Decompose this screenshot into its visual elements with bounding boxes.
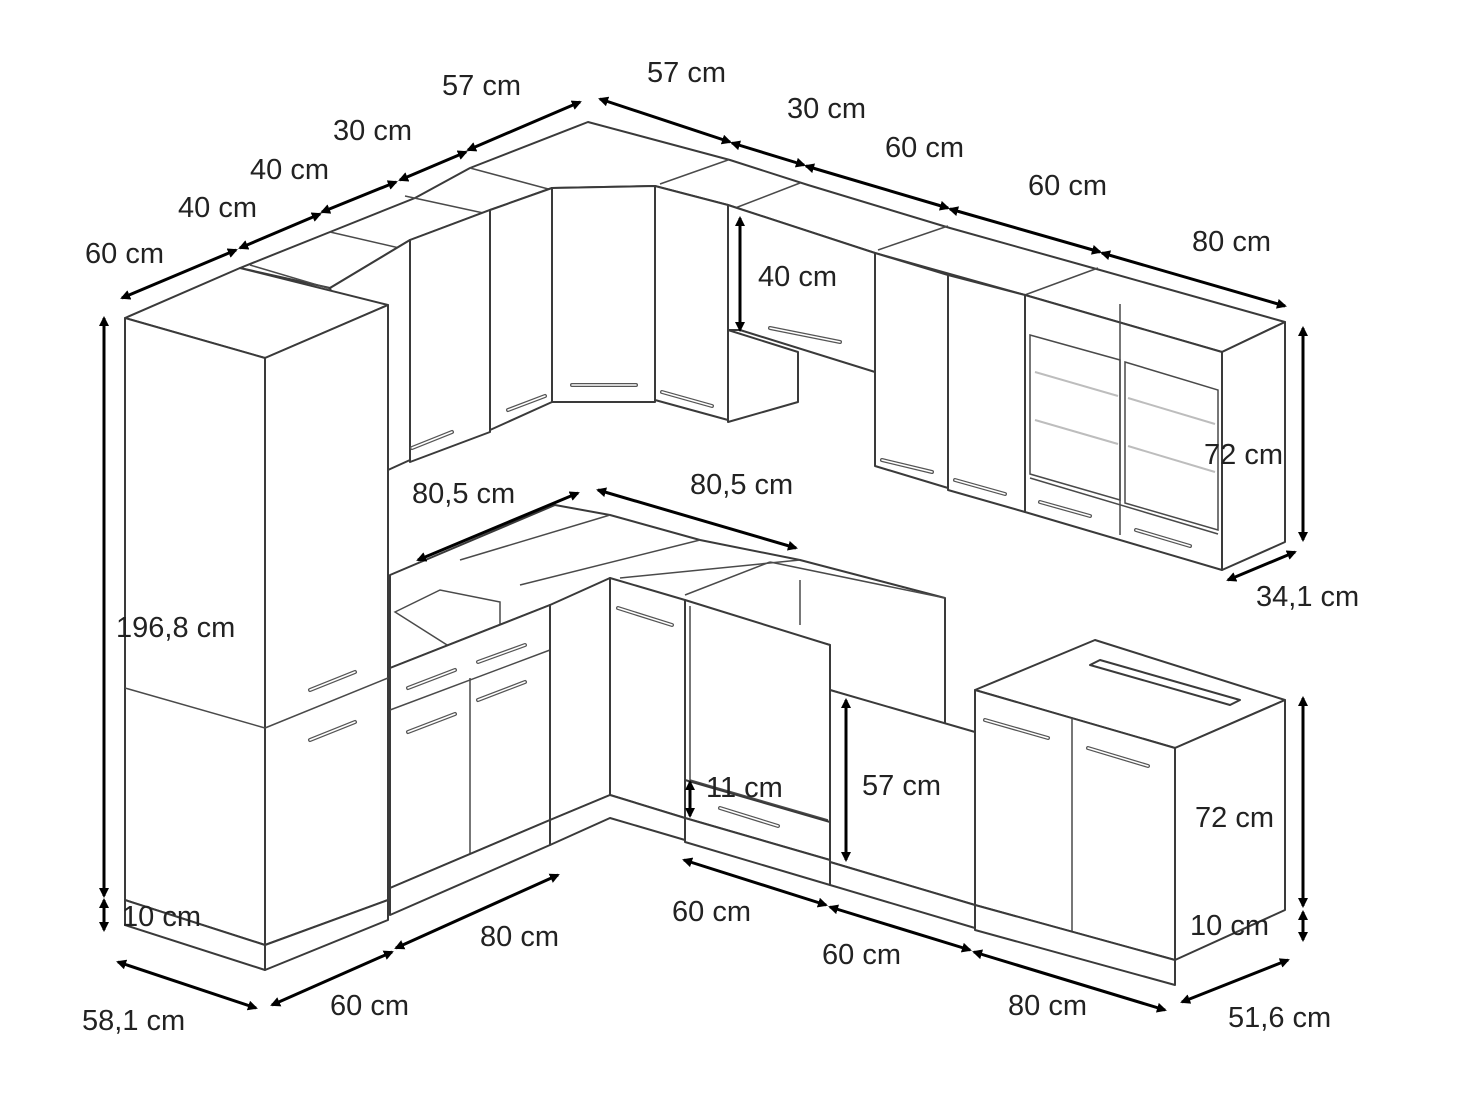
upper-open-box bbox=[727, 329, 799, 423]
tall-front bbox=[264, 304, 389, 946]
label-upper-40a: 40 cm bbox=[178, 192, 257, 224]
cabinet-handle-highlight bbox=[477, 644, 526, 663]
label-upper-depth: 34,1 cm bbox=[1256, 581, 1359, 613]
cabinet-handle-highlight bbox=[984, 719, 1049, 739]
label-upper-60: 60 cm bbox=[85, 238, 164, 270]
dim-arrow-upper-60 bbox=[120, 248, 238, 300]
cabinet-handle-highlight bbox=[1135, 529, 1191, 547]
label-upper-60a: 60 cm bbox=[885, 132, 964, 164]
label-lower-80-left: 80 cm bbox=[480, 921, 559, 953]
upper-cabinets bbox=[239, 121, 1286, 571]
label-oven-niche: 57 cm bbox=[862, 770, 941, 802]
label-worktop-left: 80,5 cm bbox=[412, 478, 515, 510]
upper-cabinet-30 bbox=[489, 187, 553, 431]
label-upper-80: 80 cm bbox=[1192, 226, 1271, 258]
label-upper-57-right: 57 cm bbox=[647, 57, 726, 89]
dim-arrow-lower-depth bbox=[1180, 958, 1290, 1004]
label-upper-height: 72 cm bbox=[1204, 439, 1283, 471]
dim-arrow-upper-80 bbox=[1100, 250, 1287, 309]
dim-arrow-upper-40b bbox=[320, 180, 398, 214]
dim-arrow-upper-57-left bbox=[466, 100, 582, 152]
dim-arrow-upper-60b bbox=[948, 206, 1102, 255]
label-hood-height: 40 cm bbox=[758, 261, 837, 293]
lower-right-side bbox=[1174, 699, 1286, 961]
dim-arrow-lower-80-left bbox=[394, 873, 560, 950]
cabinet-handle-highlight bbox=[719, 807, 779, 827]
dim-arrow-upper-30-right bbox=[730, 140, 806, 168]
label-lower-80-right: 80 cm bbox=[1008, 990, 1087, 1022]
cabinet-handle-highlight bbox=[407, 713, 456, 733]
dim-arrow-lower-60a bbox=[682, 857, 828, 908]
sink-bowl bbox=[393, 589, 501, 651]
upper-cabinet-60a bbox=[874, 252, 949, 489]
cabinet-handle-highlight bbox=[617, 607, 673, 626]
dim-arrow-upper-depth bbox=[1226, 550, 1297, 582]
upper-cabinet-60b bbox=[947, 274, 1026, 513]
dim-arrow-upper-60a bbox=[804, 163, 950, 211]
lower-right-rail bbox=[1089, 659, 1241, 706]
dim-arrow-worktop-left bbox=[416, 491, 580, 562]
dim-arrow-worktop-right bbox=[596, 487, 798, 551]
lower-corner-filler bbox=[549, 577, 611, 821]
dim-arrow-tall-depth bbox=[116, 959, 258, 1011]
dim-arrow-lower-80-right bbox=[972, 949, 1167, 1013]
label-tall-depth: 58,1 cm bbox=[82, 1005, 185, 1037]
label-lower-height: 72 cm bbox=[1195, 802, 1274, 834]
tall-cabinet bbox=[124, 267, 389, 971]
upper-corner-right bbox=[654, 185, 729, 421]
cabinet-handle-highlight bbox=[1087, 747, 1149, 767]
label-upper-40b: 40 cm bbox=[250, 154, 329, 186]
lower-corner-door bbox=[609, 577, 686, 819]
upper-corner-left bbox=[551, 185, 656, 403]
label-lower-depth: 51,6 cm bbox=[1228, 1002, 1331, 1034]
cabinet-handle-highlight bbox=[1039, 501, 1091, 517]
dim-arrow-upper-40a bbox=[238, 212, 322, 250]
label-upper-60b: 60 cm bbox=[1028, 170, 1107, 202]
cabinet-handle-highlight bbox=[477, 681, 526, 701]
handles bbox=[308, 326, 1192, 828]
label-tall-height: 196,8 cm bbox=[116, 612, 235, 644]
cabinet-handle-highlight bbox=[507, 395, 546, 411]
label-lower-60a: 60 cm bbox=[672, 896, 751, 928]
dimension-labels: 60 cm 40 cm 40 cm 30 cm 57 cm 57 cm 30 c… bbox=[82, 57, 1359, 1037]
label-lower-plinth: 10 cm bbox=[1190, 910, 1269, 942]
label-upper-30: 30 cm bbox=[333, 115, 412, 147]
label-worktop-right: 80,5 cm bbox=[690, 469, 793, 501]
dim-arrow-upper-30 bbox=[398, 150, 468, 182]
cabinet-handle-highlight bbox=[309, 671, 356, 691]
label-upper-57-left: 57 cm bbox=[442, 70, 521, 102]
upper-hood-cabinet bbox=[727, 204, 876, 373]
glass-door-right bbox=[1124, 360, 1219, 531]
label-tall-plinth: 10 cm bbox=[122, 901, 201, 933]
label-oven-drawer: 11 cm bbox=[706, 772, 783, 804]
cabinet-handle-highlight bbox=[309, 721, 356, 741]
upper-glass-side bbox=[1221, 321, 1286, 571]
label-lower-60b: 60 cm bbox=[822, 939, 901, 971]
label-lower-60-left: 60 cm bbox=[330, 990, 409, 1022]
cabinet-handle-highlight bbox=[881, 459, 933, 473]
cabinet-handle-highlight bbox=[954, 479, 1006, 495]
dim-arrow-upper-57-right bbox=[598, 96, 732, 145]
cabinet-handle-highlight bbox=[407, 669, 456, 689]
cabinet-handle-highlight bbox=[411, 431, 453, 449]
base-cabinets bbox=[389, 504, 1286, 986]
cabinet-handle-highlight bbox=[769, 327, 841, 343]
upper-cabinet-40b bbox=[409, 209, 491, 463]
dimension-arrows bbox=[99, 96, 1308, 1013]
dim-arrow-lower-60-left bbox=[270, 950, 394, 1007]
label-upper-30-right: 30 cm bbox=[787, 93, 866, 125]
cabinet-handle-highlight bbox=[661, 391, 713, 407]
dim-arrow-lower-60b bbox=[828, 904, 972, 953]
